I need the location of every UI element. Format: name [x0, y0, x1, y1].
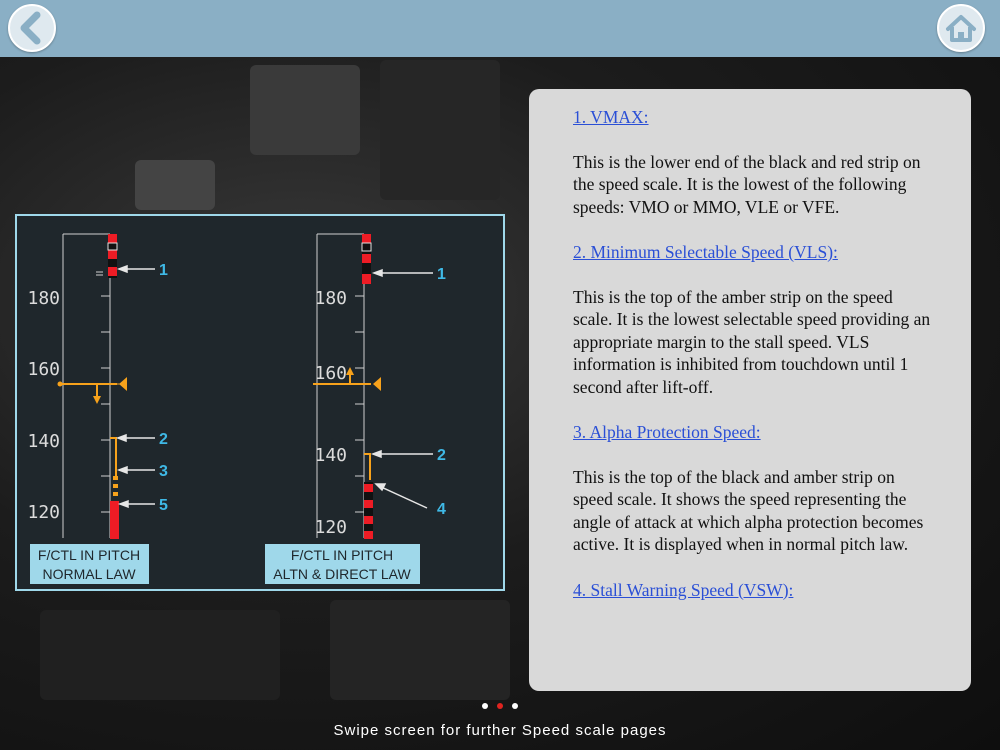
section-heading-vls[interactable]: 2. Minimum Selectable Speed (VLS):: [573, 242, 838, 262]
background-panel: [135, 160, 215, 210]
caption-line: ALTN & DIRECT LAW: [273, 566, 411, 582]
speed-scale-diagram: 180 160 140 120: [15, 214, 505, 591]
tick-label: 120: [314, 517, 347, 538]
description-text: 1. VMAX: This is the lower end of the bl…: [573, 106, 933, 601]
tick-label: 160: [27, 359, 60, 380]
home-icon: [946, 15, 976, 42]
tick-label: 120: [27, 502, 60, 523]
tick-label: 180: [314, 288, 347, 309]
swipe-hint: Swipe screen for further Speed scale pag…: [333, 722, 667, 739]
caption-line: F/CTL IN PITCH: [38, 547, 140, 563]
section-heading-vsw[interactable]: 4. Stall Warning Speed (VSW):: [573, 579, 794, 600]
back-button[interactable]: [8, 4, 56, 52]
page-dot-active[interactable]: [497, 703, 503, 709]
speed-index-triangle: [373, 377, 381, 391]
normal-law-scale: 180 160 140 120: [27, 233, 168, 584]
page-indicator[interactable]: [478, 703, 522, 713]
vmax-strip: [107, 234, 118, 278]
caption-box: [30, 544, 149, 584]
callout-number: 5: [159, 497, 168, 514]
tick-label: 160: [314, 363, 347, 384]
section-body-vmax: This is the lower end of the black and r…: [573, 151, 921, 217]
alpha-max-strip: [110, 501, 119, 539]
page-dot[interactable]: [512, 703, 518, 709]
callout-number: 1: [159, 262, 168, 279]
tick-label: 140: [27, 431, 60, 452]
section-body-alpha-prot: This is the top of the black and amber s…: [573, 466, 924, 555]
background-panel: [380, 60, 500, 200]
caption-box: [265, 544, 420, 584]
page-dot[interactable]: [482, 703, 488, 709]
vmax-strip: [361, 234, 372, 284]
callout-number: 2: [437, 447, 446, 464]
callout-number: 3: [159, 463, 168, 480]
description-panel[interactable]: 1. VMAX: This is the lower end of the bl…: [529, 89, 971, 691]
section-heading-vmax[interactable]: 1. VMAX:: [573, 107, 649, 127]
background-panel: [40, 610, 280, 700]
vsw-strip: [364, 482, 373, 539]
home-button[interactable]: [937, 4, 985, 52]
section-body-vls: This is the top of the amber strip on th…: [573, 286, 931, 397]
section-heading-alpha-prot[interactable]: 3. Alpha Protection Speed:: [573, 422, 761, 442]
alpha-prot-strip: [113, 476, 118, 496]
caption-line: F/CTL IN PITCH: [291, 547, 393, 563]
background-panel: [250, 65, 360, 155]
callout-number: 4: [437, 501, 446, 518]
scale-minor-ticks: [101, 295, 110, 513]
tick-label: 180: [27, 288, 60, 309]
speed-scale-figure: 180 160 140 120: [27, 233, 446, 584]
top-bar: [0, 0, 1000, 57]
background-panel: [330, 600, 510, 700]
tick-label: 140: [314, 445, 347, 466]
speed-index-triangle: [119, 377, 127, 391]
caption-line: NORMAL LAW: [42, 566, 136, 582]
scale-minor-ticks: [355, 295, 364, 513]
chevron-left-icon: [20, 11, 41, 45]
callout-number: 2: [159, 431, 168, 448]
callout-number: 1: [437, 266, 446, 283]
altn-direct-law-scale: 180 160 140 120: [265, 233, 446, 584]
